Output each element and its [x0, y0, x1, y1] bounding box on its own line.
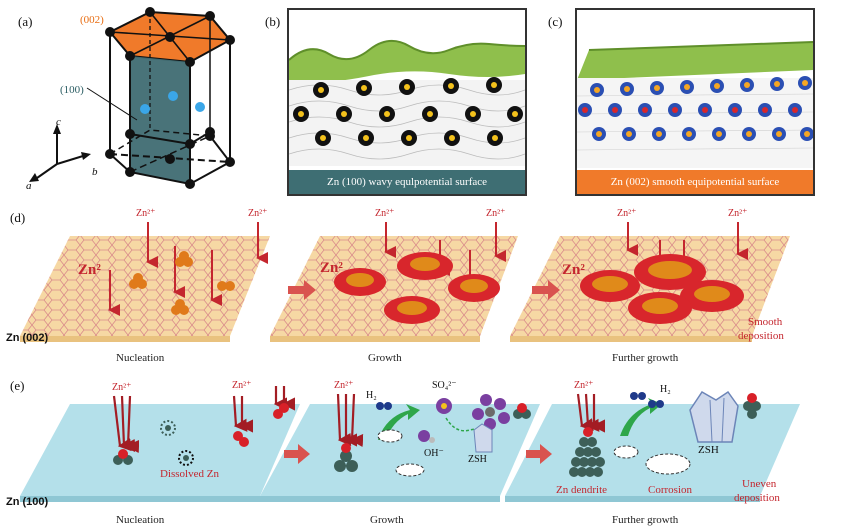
e-zsh-label-2: ZSH — [698, 444, 719, 456]
e-oh-label: OH⁻ — [424, 448, 444, 459]
e-step-arrow-1 — [284, 444, 310, 464]
e-zsh-crystal-small — [473, 423, 493, 453]
e-deposit-edge — [743, 393, 761, 419]
panel-d-illustration — [20, 222, 790, 342]
e-so4-label: SO₄²⁻ — [432, 380, 457, 391]
e-uneven-line-2: deposition — [734, 492, 780, 504]
e-stage-nucleation: Nucleation — [116, 514, 165, 526]
d-nuclei — [129, 251, 235, 315]
e-ion-label-4: Zn²⁺ — [574, 380, 594, 391]
d-smooth-layer — [580, 254, 744, 324]
smooth-row-2 — [578, 103, 802, 117]
smooth-row-1 — [590, 76, 812, 97]
d-ion-label-3: Zn²⁺ — [375, 208, 395, 219]
d-ion-label-4: Zn²⁺ — [486, 208, 506, 219]
d-platform-growth — [270, 236, 518, 342]
atom-row-3 — [315, 130, 503, 146]
d-ion-label-5: Zn²⁺ — [617, 208, 637, 219]
axis-a-label: a — [26, 180, 32, 192]
e-hydroxide — [418, 430, 435, 443]
e-uneven-line-1: Uneven — [742, 478, 777, 490]
panel-b-caption: Zn (100) wavy equlpotential surface — [289, 170, 525, 194]
e-step-arrow-2 — [526, 444, 552, 464]
panel-a-letter: (a) — [18, 14, 33, 29]
atom-row-1 — [313, 77, 502, 98]
d-result-line-1: Smooth — [748, 316, 783, 328]
e-dendrite — [569, 427, 605, 477]
d-result-line-2: deposition — [738, 330, 784, 342]
panel-e-illustration — [20, 386, 800, 502]
e-platform-nucleation — [20, 404, 300, 502]
e-ion-label-3: Zn²⁺ — [334, 380, 354, 391]
panel-c-caption: Zn (002) smooth equipotential surface — [577, 170, 813, 194]
e-zsh-crystal-large — [689, 390, 739, 443]
e-h2-label-2: H₂ — [660, 384, 671, 395]
wavy-surface-illustration — [289, 39, 525, 166]
d-stage-nucleation: Nucleation — [116, 352, 165, 364]
e-sulfate — [436, 398, 452, 414]
d-step-arrow-1 — [288, 280, 316, 300]
d-ion-label-big-2: Zn² — [320, 260, 343, 276]
e-zsh-label-1: ZSH — [468, 454, 487, 465]
atom-row-2 — [293, 106, 523, 122]
e-ion-label-2: Zn²⁺ — [232, 380, 252, 391]
e-dendrite-label: Zn dendrite — [556, 484, 608, 496]
e-nucleus — [113, 449, 133, 465]
d-step-arrow-2 — [532, 280, 560, 300]
axis-c-label: c — [56, 116, 61, 128]
panel-d-letter: (d) — [10, 210, 26, 225]
d-growth-clusters — [334, 252, 500, 324]
d-ion-label-1: Zn²⁺ — [136, 208, 156, 219]
smooth-surface-illustration — [577, 41, 813, 168]
e-ion-label-1: Zn²⁺ — [112, 382, 132, 393]
d-ion-label-6: Zn²⁺ — [728, 208, 748, 219]
axis-b-label: b — [92, 166, 98, 178]
e-platform-growth — [260, 404, 540, 502]
d-ion-label-big-3: Zn² — [562, 262, 585, 278]
d-ion-label-2: Zn²⁺ — [248, 208, 268, 219]
plane-002-label: (002) — [80, 14, 104, 26]
panel-c-frame: Zn (002) smooth equipotential surface — [575, 8, 815, 196]
d-base-label: Zn (002) — [6, 332, 49, 344]
e-h2-label-1: H₂ — [366, 390, 377, 401]
panel-b-letter: (b) — [265, 14, 281, 29]
e-dissolved-label: Dissolved Zn — [160, 468, 219, 480]
smooth-row-3 — [592, 127, 813, 141]
d-ion-label-big-1: Zn² — [78, 262, 101, 278]
panel-b-frame: Zn (100) wavy equlpotential surface — [287, 8, 527, 196]
panel-e-letter: (e) — [10, 378, 25, 393]
side-face-100 — [130, 56, 190, 184]
d-stage-growth: Growth — [368, 352, 402, 364]
d-stage-further-growth: Further growth — [612, 352, 679, 364]
e-growth-stack — [334, 443, 358, 472]
e-zsh-flower — [472, 394, 510, 430]
hcp-unit-cell — [29, 7, 235, 189]
panel-c-letter: (c) — [548, 14, 563, 29]
e-base-label: Zn (100) — [6, 496, 49, 508]
e-corrosion-label: Corrosion — [648, 484, 692, 496]
e-deposit-small — [513, 403, 531, 419]
e-stage-further-growth: Further growth — [612, 514, 679, 526]
e-stage-growth: Growth — [370, 514, 404, 526]
plane-100-label: (100) — [60, 84, 84, 96]
